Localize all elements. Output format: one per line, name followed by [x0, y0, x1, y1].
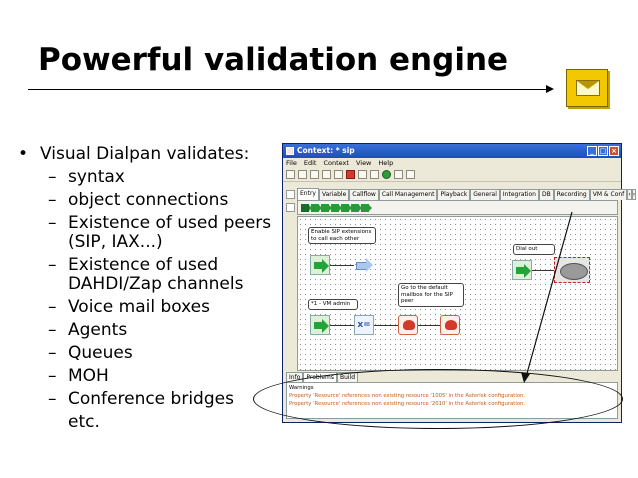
entry-arrow-icon[interactable]: [331, 203, 342, 212]
goto-node-icon[interactable]: [354, 255, 374, 275]
sub-bullet-text-continued: DAHDI/Zap channels: [68, 274, 244, 294]
tab-callflow[interactable]: Callflow: [349, 189, 379, 200]
sub-bullet-text-continued: etc.: [68, 412, 100, 432]
sub-bullet-text: Existence of used: [68, 255, 219, 275]
tab-entry[interactable]: Entry: [297, 188, 319, 201]
copy-icon[interactable]: [322, 170, 331, 179]
tab-scroll-left-icon[interactable]: ‹: [627, 189, 632, 200]
check-icon[interactable]: [382, 170, 391, 179]
title-rule: [28, 89, 548, 90]
sub-bullet-text: MOH: [68, 366, 109, 386]
sub-bullet-marker: –: [48, 366, 57, 386]
entry-arrow-icon[interactable]: [341, 203, 352, 212]
entry-node-icon[interactable]: [310, 255, 330, 275]
tab-db[interactable]: DB: [538, 189, 554, 200]
dialplan-canvas[interactable]: Enable SIP extensions to call each other…: [297, 216, 618, 371]
minimize-icon[interactable]: _: [587, 146, 597, 156]
note-vm-admin[interactable]: *1 - VM admin: [308, 299, 358, 310]
toolbar: [283, 168, 621, 182]
entry-arrow-icon[interactable]: [351, 203, 362, 212]
sub-bullet-text: Queues: [68, 343, 133, 363]
entry-arrow-icon[interactable]: [301, 203, 312, 212]
menu-edit[interactable]: Edit: [303, 159, 317, 167]
connector: [330, 325, 354, 326]
export-icon[interactable]: [406, 170, 415, 179]
rule-arrowhead-icon: [546, 85, 554, 93]
slide-title: Powerful validation engine: [38, 42, 509, 78]
entry-arrow-icon[interactable]: [311, 203, 322, 212]
sub-bullet-marker: –: [48, 190, 57, 210]
menu-help[interactable]: Help: [378, 159, 394, 167]
sub-bullet-text: Voice mail boxes: [68, 297, 210, 317]
note-enable-sip[interactable]: Enable SIP extensions to call each other: [308, 227, 376, 244]
sub-bullet-marker: –: [48, 297, 57, 317]
menu-context[interactable]: Context: [323, 159, 349, 167]
pointer-icon[interactable]: [286, 190, 295, 199]
tab-vm-conf[interactable]: VM & Conf: [589, 189, 628, 200]
sub-bullet-text: object connections: [68, 190, 229, 210]
sub-bullet-marker: –: [48, 167, 57, 187]
menu-view[interactable]: View: [355, 159, 372, 167]
tab-recording[interactable]: Recording: [553, 189, 590, 200]
sub-bullet-marker: –: [48, 343, 57, 363]
sub-bullet-marker: –: [48, 255, 57, 275]
validate-icon[interactable]: [298, 170, 307, 179]
voicemail-main-node-phone-icon[interactable]: [398, 315, 418, 335]
sub-bullet-marker: –: [48, 389, 57, 409]
entry-node-icon[interactable]: [512, 260, 532, 280]
tab-variable[interactable]: Variable: [318, 189, 350, 200]
entry-arrow-icon[interactable]: [321, 203, 332, 212]
connector: [532, 270, 554, 271]
tab-info[interactable]: Info: [286, 372, 304, 382]
app-icon: [286, 147, 294, 155]
set-variable-node-icon[interactable]: x=: [354, 315, 374, 335]
menu-file[interactable]: File: [286, 159, 297, 167]
highlight-ellipse: [253, 369, 623, 429]
tab-scroll-right-icon[interactable]: ›: [631, 189, 637, 200]
refresh-icon[interactable]: [394, 170, 403, 179]
bullet-text: Visual Dialpan validates:: [40, 144, 250, 164]
palette-tabs: Entry Variable Callflow Call Management …: [297, 188, 637, 201]
entry-arrow-icon[interactable]: [361, 203, 372, 212]
zoom-icon[interactable]: [358, 170, 367, 179]
connector: [330, 265, 354, 266]
layout-icon[interactable]: [370, 170, 379, 179]
tool-palette: [285, 188, 297, 222]
delete-icon[interactable]: [346, 170, 355, 179]
dial-node-phone-icon[interactable]: [554, 257, 590, 283]
note-dial-out[interactable]: Dial out: [513, 244, 555, 255]
tab-playback[interactable]: Playback: [437, 189, 471, 200]
sub-bullet-marker: –: [48, 320, 57, 340]
menu-bar: File Edit Context View Help: [283, 158, 621, 168]
sub-bullet-text: Conference bridges: [68, 389, 234, 409]
sub-bullet-marker: –: [48, 213, 57, 233]
connector-icon[interactable]: [286, 203, 295, 212]
bullet-item: •: [18, 144, 29, 164]
close-icon[interactable]: ×: [609, 146, 619, 156]
sub-bullet-text: Agents: [68, 320, 128, 340]
connector: [374, 325, 398, 326]
window-titlebar[interactable]: Context: * sip _ □ ×: [283, 144, 621, 158]
entry-node-icon[interactable]: [310, 315, 330, 335]
cut-icon[interactable]: [310, 170, 319, 179]
tab-integration[interactable]: Integration: [499, 189, 539, 200]
note-default-mailbox[interactable]: Go to the default mailbox for the SIP pe…: [398, 283, 464, 307]
paste-icon[interactable]: [334, 170, 343, 179]
tab-call-management[interactable]: Call Management: [378, 189, 438, 200]
connector: [418, 325, 440, 326]
sub-bullet-text-continued: (SIP, IAX...): [68, 232, 163, 252]
tab-general[interactable]: General: [470, 189, 500, 200]
window-title: Context: * sip: [297, 146, 355, 155]
maximize-icon[interactable]: □: [598, 146, 608, 156]
save-icon[interactable]: [286, 170, 295, 179]
mail-logo-icon: [566, 69, 608, 107]
voicemail-node-phone-icon[interactable]: [440, 315, 460, 335]
sub-bullet-text: syntax: [68, 167, 125, 187]
sub-bullet-text: Existence of used peers: [68, 213, 272, 233]
entry-palette: [297, 200, 618, 215]
